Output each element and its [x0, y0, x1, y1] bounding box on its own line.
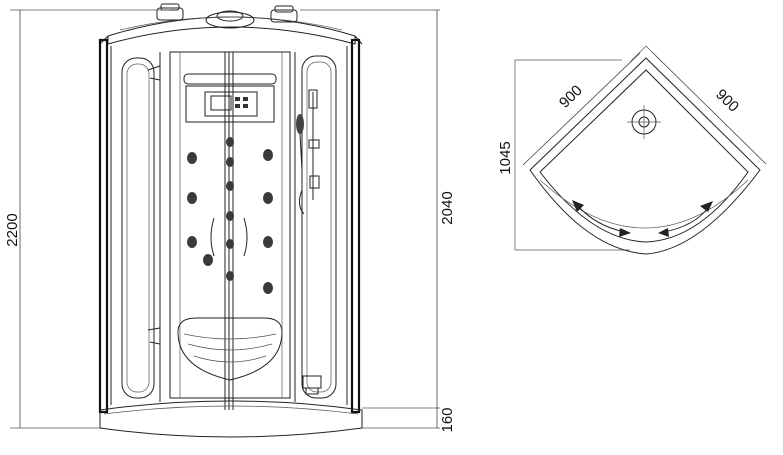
jet-icon	[263, 282, 273, 294]
dimension-total-height: 2200	[4, 9, 170, 429]
seat	[177, 317, 283, 381]
jet-icon	[226, 239, 234, 249]
jet-icon	[263, 149, 273, 161]
jet-icon	[187, 236, 197, 248]
roof-fixtures	[156, 3, 298, 29]
tray-outline	[529, 57, 761, 255]
total-height-label: 2200	[4, 213, 21, 246]
tray-height-label: 160	[439, 407, 456, 432]
jet-icon	[203, 254, 213, 266]
jet-icon	[226, 271, 234, 281]
plan-view	[514, 45, 767, 255]
shower-riser	[296, 89, 320, 215]
jet-icon	[187, 192, 197, 204]
sliding-direction-arrows	[572, 200, 713, 237]
shower-tray	[99, 400, 363, 438]
depth-label: 1045	[497, 141, 514, 174]
cabin-height-label: 2040	[439, 191, 456, 224]
jet-icon	[187, 152, 197, 164]
jet-icon	[263, 192, 273, 204]
dimension-depth: 1045	[497, 141, 514, 174]
dimension-side-left: 900	[556, 82, 586, 112]
back-panel	[169, 51, 291, 399]
drain-icon	[627, 105, 661, 139]
side-left-label: 900	[556, 82, 586, 112]
left-frame	[98, 38, 161, 414]
massage-jets	[187, 137, 273, 294]
roof-canopy	[107, 16, 356, 45]
hand-shower-icon	[296, 114, 304, 134]
dimension-side-right: 900	[712, 86, 742, 116]
control-panel	[185, 85, 275, 123]
right-frame	[294, 38, 361, 414]
jet-icon	[263, 236, 273, 248]
jet-icon	[226, 157, 234, 167]
dimension-cabin-height: 2040	[300, 9, 456, 409]
front-view	[98, 3, 363, 438]
jet-icon	[226, 181, 234, 191]
sliding-doors	[210, 52, 248, 410]
jet-icon	[226, 137, 234, 147]
side-right-label: 900	[712, 86, 742, 116]
jet-icon	[226, 211, 234, 221]
dimension-tray-height: 160	[362, 407, 456, 433]
